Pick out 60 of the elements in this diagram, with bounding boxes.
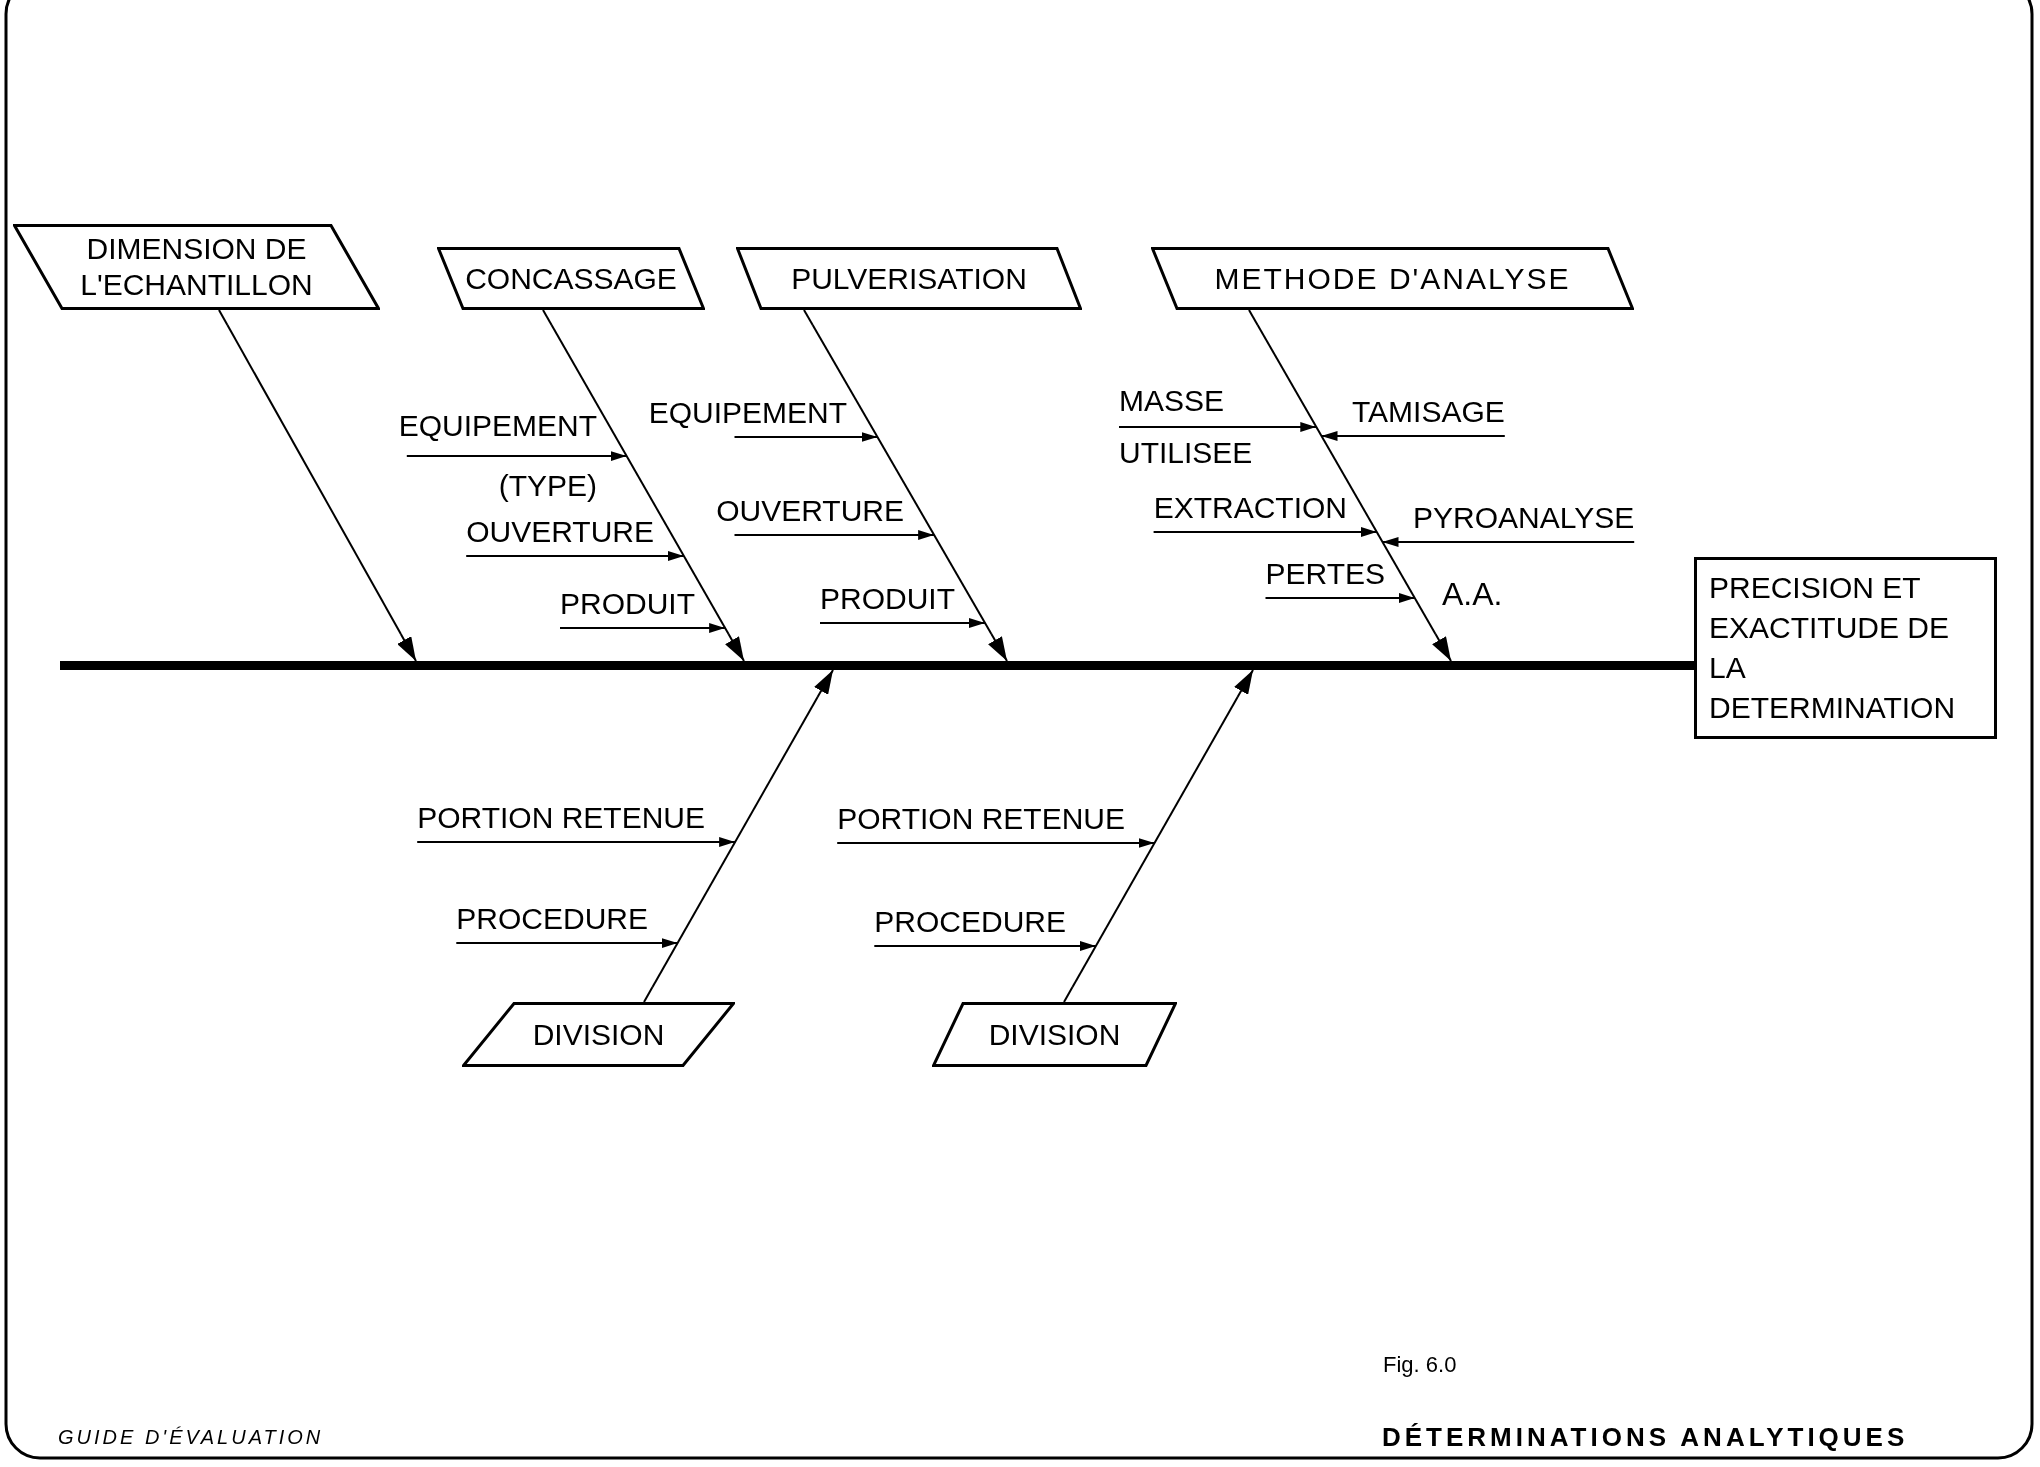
- category-box: [1151, 247, 1634, 310]
- category-label: DIMENSION DE L'ECHANTILLON: [79, 231, 314, 303]
- bone-line: [226, 324, 402, 635]
- cause-label: PYROANALYSE: [1413, 498, 1635, 542]
- arrow: [733, 432, 879, 442]
- cause-label: PERTES: [1265, 554, 1385, 598]
- category-box: [13, 224, 380, 310]
- category-label: PULVERISATION: [791, 260, 1027, 297]
- cause-label: PROCEDURE: [456, 899, 648, 943]
- category-label: DIVISION: [532, 1016, 665, 1053]
- category-box: [462, 1002, 735, 1067]
- line: [1248, 309, 1259, 326]
- arrow: [819, 618, 986, 628]
- category-box: [932, 1002, 1177, 1067]
- cause-label: EXTRACTION: [1153, 488, 1347, 532]
- category-label: CONCASSAGE: [465, 260, 677, 297]
- footer-text: GUIDE D'ÉVALUATION: [58, 1426, 324, 1449]
- effect-box: PRECISION ET EXACTITUDE DE LA DETERMINATION: [1694, 557, 1997, 739]
- cause-label: PORTION RETENUE: [837, 799, 1125, 843]
- category-box: [437, 247, 705, 310]
- arrow: [1320, 431, 1506, 441]
- cause-label: EQUIPEMENT: [648, 393, 847, 437]
- cause-label: PORTION RETENUE: [417, 798, 705, 842]
- arrow: [873, 941, 1097, 951]
- cause-label: PROCEDURE: [874, 902, 1066, 946]
- arrow: [1432, 633, 1452, 662]
- cause-label: PRODUIT: [820, 579, 955, 623]
- page-heading: DÉTERMINATIONS ANALYTIQUES: [1382, 1422, 1909, 1453]
- cause-label: OUVERTURE: [716, 491, 904, 535]
- arrow: [1152, 527, 1378, 537]
- line: [1063, 986, 1074, 1003]
- line: [218, 309, 229, 326]
- figure-number: Fig. 6.0: [1383, 1352, 1457, 1378]
- arrow: [1381, 537, 1636, 547]
- arrow: [405, 451, 628, 461]
- arrow: [814, 669, 834, 698]
- arrow: [455, 938, 679, 948]
- line: [803, 309, 814, 326]
- category-label: METHODE D'ANALYSE: [1214, 260, 1571, 297]
- arrow: [725, 633, 745, 662]
- arrow: [397, 633, 417, 662]
- arrow: [416, 837, 737, 847]
- arrow: [988, 633, 1008, 662]
- arrow: [1234, 669, 1254, 698]
- line: [542, 309, 553, 326]
- arrow: [1264, 593, 1416, 603]
- arrow: [559, 623, 727, 633]
- arrow: [465, 551, 685, 561]
- line: [643, 986, 654, 1003]
- cause-label: PRODUIT: [560, 584, 695, 628]
- category-label: DIVISION: [988, 1016, 1121, 1053]
- arrow: [1118, 422, 1318, 432]
- arrow: [836, 838, 1156, 848]
- cause-label: TAMISAGE: [1352, 392, 1505, 436]
- arrow: [733, 530, 936, 540]
- cause-label: MASSE UTILISEE: [1119, 375, 1286, 479]
- category-box: [736, 247, 1082, 310]
- spine-bar: [60, 661, 1664, 670]
- cause-label: A.A.: [1442, 576, 1503, 613]
- spine-line: [1664, 661, 1694, 670]
